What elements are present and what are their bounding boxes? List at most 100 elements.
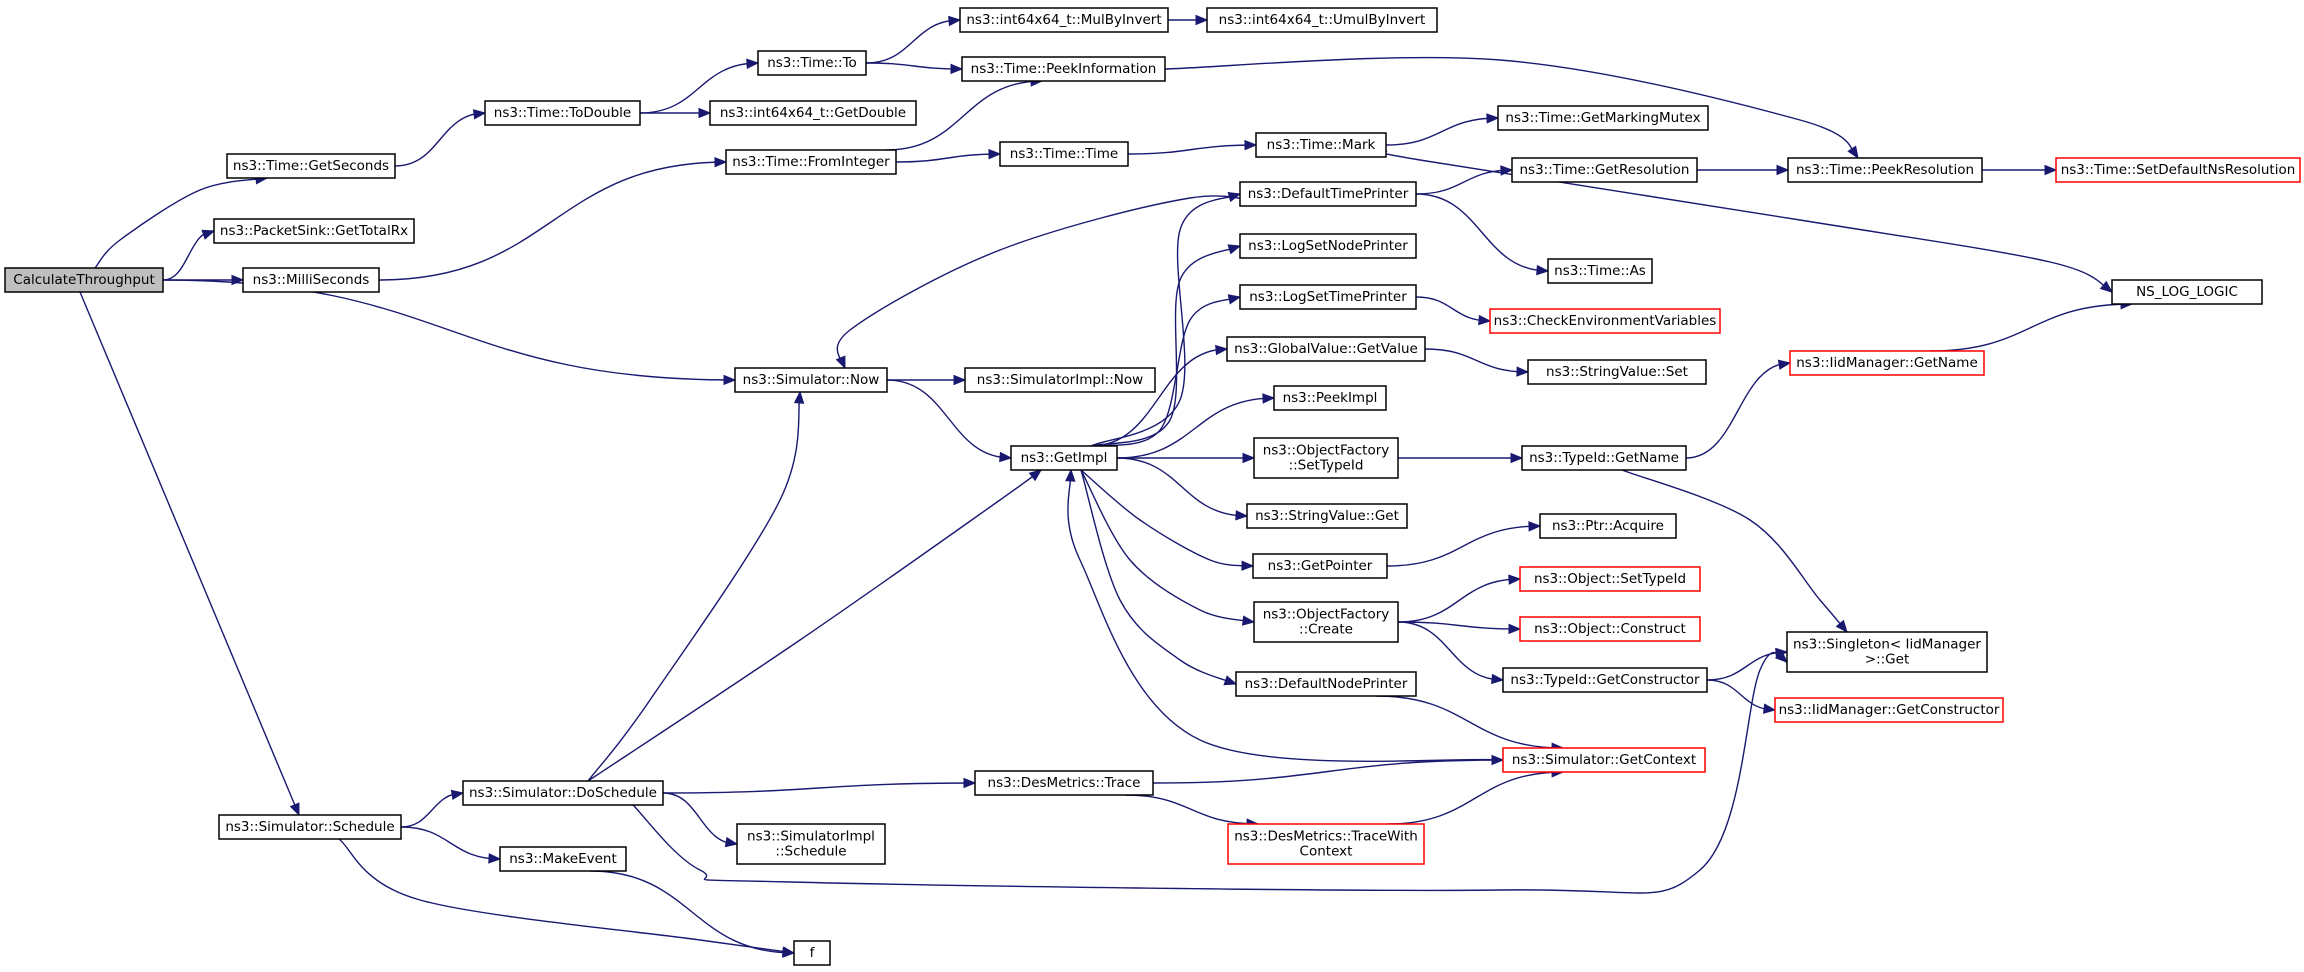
node-box-objFactoryCreate[interactable]	[1253, 601, 1399, 643]
node-box-iidGetName[interactable]	[1789, 350, 1985, 376]
node-box-getMarkingMutex[interactable]	[1497, 105, 1709, 131]
node-objFactoryCreate[interactable]: ns3::ObjectFactory::Create	[1253, 601, 1399, 643]
node-logSetTimePrinter[interactable]: ns3::LogSetTimePrinter	[1239, 284, 1417, 310]
node-box-mulByInvert[interactable]	[959, 7, 1169, 33]
node-timeTime[interactable]: ns3::Time::Time	[999, 141, 1129, 167]
node-mulByInvert[interactable]: ns3::int64x64_t::MulByInvert	[959, 7, 1169, 33]
node-nsLogLogic[interactable]: NS_LOG_LOGIC	[2111, 279, 2263, 305]
node-int64GetDouble[interactable]: ns3::int64x64_t::GetDouble	[709, 100, 917, 126]
node-box-setDefaultNsRes[interactable]	[2055, 157, 2301, 183]
node-box-stringValueSet[interactable]	[1527, 359, 1707, 385]
node-box-peekImpl[interactable]	[1273, 385, 1387, 411]
node-getSeconds[interactable]: ns3::Time::GetSeconds	[226, 153, 396, 179]
node-objectConstruct[interactable]: ns3::Object::Construct	[1519, 616, 1701, 642]
node-typeIdGetConstructor[interactable]: ns3::TypeId::GetConstructor	[1502, 667, 1708, 693]
node-simImplNow[interactable]: ns3::SimulatorImpl::Now	[964, 367, 1156, 393]
node-defaultTimePrinter[interactable]: ns3::DefaultTimePrinter	[1239, 181, 1417, 207]
node-box-simSchedule[interactable]	[218, 814, 402, 840]
node-defaultNodePrinter[interactable]: ns3::DefaultNodePrinter	[1235, 671, 1417, 697]
node-box-objFactorySetTypeId[interactable]	[1253, 437, 1399, 479]
node-iidGetName[interactable]: ns3::IidManager::GetName	[1789, 350, 1985, 376]
node-getMarkingMutex[interactable]: ns3::Time::GetMarkingMutex	[1497, 105, 1709, 131]
node-box-logSetTimePrinter[interactable]	[1239, 284, 1417, 310]
node-box-int64GetDouble[interactable]	[709, 100, 917, 126]
node-box-iidGetConstructor[interactable]	[1774, 697, 2004, 723]
node-simSchedule[interactable]: ns3::Simulator::Schedule	[218, 814, 402, 840]
node-fromInteger[interactable]: ns3::Time::FromInteger	[725, 149, 897, 175]
node-box-getImpl[interactable]	[1010, 445, 1118, 471]
node-makeEvent[interactable]: ns3::MakeEvent	[499, 846, 627, 872]
node-box-objectSetTypeId[interactable]	[1519, 566, 1701, 592]
node-box-f[interactable]	[793, 940, 831, 966]
node-box-umulByInvert[interactable]	[1206, 7, 1438, 33]
node-logSetNodePrinter[interactable]: ns3::LogSetNodePrinter	[1239, 233, 1417, 259]
node-timeAs[interactable]: ns3::Time::As	[1547, 258, 1653, 284]
node-box-defaultTimePrinter[interactable]	[1239, 181, 1417, 207]
node-box-ptrAcquire[interactable]	[1539, 513, 1677, 539]
node-objFactorySetTypeId[interactable]: ns3::ObjectFactory::SetTypeId	[1253, 437, 1399, 479]
node-box-toDouble[interactable]	[484, 100, 641, 126]
node-milliSeconds[interactable]: ns3::MilliSeconds	[242, 267, 380, 293]
node-peekResolution[interactable]: ns3::Time::PeekResolution	[1787, 157, 1983, 183]
node-box-getSeconds[interactable]	[226, 153, 396, 179]
node-box-getTotalRx[interactable]	[213, 218, 415, 244]
node-box-simNow[interactable]	[734, 367, 888, 393]
node-box-objectConstruct[interactable]	[1519, 616, 1701, 642]
node-box-typeIdGetConstructor[interactable]	[1502, 667, 1708, 693]
node-box-checkEnvVars[interactable]	[1489, 308, 1721, 334]
node-getResolution[interactable]: ns3::Time::GetResolution	[1511, 157, 1698, 183]
node-iidGetConstructor[interactable]: ns3::IidManager::GetConstructor	[1774, 697, 2004, 723]
node-getImpl[interactable]: ns3::GetImpl	[1010, 445, 1118, 471]
node-box-simGetContext[interactable]	[1502, 747, 1706, 773]
node-calc[interactable]: CalculateThroughput	[4, 267, 164, 293]
node-box-timeTo[interactable]	[757, 50, 867, 76]
node-peekInformation[interactable]: ns3::Time::PeekInformation	[961, 56, 1166, 82]
node-peekImpl[interactable]: ns3::PeekImpl	[1273, 385, 1387, 411]
node-box-desMetricsTrace[interactable]	[974, 770, 1154, 796]
node-desMetricsTrace[interactable]: ns3::DesMetrics::Trace	[974, 770, 1154, 796]
node-getPointer[interactable]: ns3::GetPointer	[1252, 553, 1388, 579]
node-getTotalRx[interactable]: ns3::PacketSink::GetTotalRx	[213, 218, 415, 244]
node-box-simImplNow[interactable]	[964, 367, 1156, 393]
node-objectSetTypeId[interactable]: ns3::Object::SetTypeId	[1519, 566, 1701, 592]
node-box-simImplSchedule[interactable]	[736, 823, 886, 865]
node-box-makeEvent[interactable]	[499, 846, 627, 872]
node-checkEnvVars[interactable]: ns3::CheckEnvironmentVariables	[1489, 308, 1721, 334]
node-timeMark[interactable]: ns3::Time::Mark	[1255, 132, 1387, 158]
node-simGetContext[interactable]: ns3::Simulator::GetContext	[1502, 747, 1706, 773]
node-box-peekResolution[interactable]	[1787, 157, 1983, 183]
node-ptrAcquire[interactable]: ns3::Ptr::Acquire	[1539, 513, 1677, 539]
node-box-defaultNodePrinter[interactable]	[1235, 671, 1417, 697]
node-box-peekInformation[interactable]	[961, 56, 1166, 82]
node-stringValueGet[interactable]: ns3::StringValue::Get	[1246, 503, 1408, 529]
node-box-logSetNodePrinter[interactable]	[1239, 233, 1417, 259]
node-umulByInvert[interactable]: ns3::int64x64_t::UmulByInvert	[1206, 7, 1438, 33]
node-simNow[interactable]: ns3::Simulator::Now	[734, 367, 888, 393]
node-stringValueSet[interactable]: ns3::StringValue::Set	[1527, 359, 1707, 385]
node-typeIdGetName[interactable]: ns3::TypeId::GetName	[1521, 445, 1687, 471]
node-box-globalValueGetValue[interactable]	[1226, 336, 1426, 362]
node-simImplSchedule[interactable]: ns3::SimulatorImpl::Schedule	[736, 823, 886, 865]
node-box-timeMark[interactable]	[1255, 132, 1387, 158]
node-box-timeAs[interactable]	[1547, 258, 1653, 284]
node-box-timeTime[interactable]	[999, 141, 1129, 167]
node-setDefaultNsRes[interactable]: ns3::Time::SetDefaultNsResolution	[2055, 157, 2301, 183]
node-simDoSchedule[interactable]: ns3::Simulator::DoSchedule	[462, 780, 664, 806]
node-toDouble[interactable]: ns3::Time::ToDouble	[484, 100, 641, 126]
node-box-milliSeconds[interactable]	[242, 267, 380, 293]
node-box-getResolution[interactable]	[1511, 157, 1698, 183]
node-box-stringValueGet[interactable]	[1246, 503, 1408, 529]
node-box-fromInteger[interactable]	[725, 149, 897, 175]
node-globalValueGetValue[interactable]: ns3::GlobalValue::GetValue	[1226, 336, 1426, 362]
node-box-simDoSchedule[interactable]	[462, 780, 664, 806]
node-box-calc[interactable]	[4, 267, 164, 293]
node-singletonGet[interactable]: ns3::Singleton< IidManager>::Get	[1786, 631, 1988, 673]
node-box-getPointer[interactable]	[1252, 553, 1388, 579]
node-box-desMetricsTraceWithContext[interactable]	[1227, 823, 1425, 865]
node-box-singletonGet[interactable]	[1786, 631, 1988, 673]
node-box-typeIdGetName[interactable]	[1521, 445, 1687, 471]
node-box-nsLogLogic[interactable]	[2111, 279, 2263, 305]
node-f[interactable]: f	[793, 940, 831, 966]
node-timeTo[interactable]: ns3::Time::To	[757, 50, 867, 76]
